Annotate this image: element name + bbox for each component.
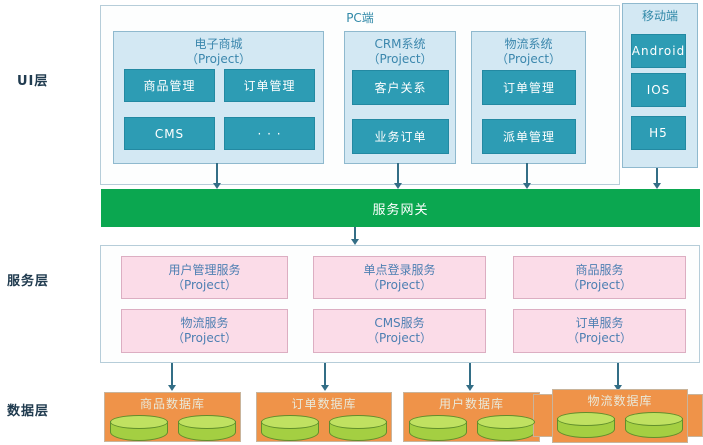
service-gateway-bar: 服务网关 <box>101 189 700 227</box>
database-cylinder-icon <box>177 415 236 441</box>
database-order-cylinders <box>261 415 387 441</box>
service-logistics: 物流服务 （Project） <box>121 309 288 353</box>
pc-panel: PC端 电子商城 （Project） 商品管理 订单管理 CMS · · · C… <box>100 5 620 185</box>
service-user-mgmt-title: 用户管理服务 <box>168 262 241 277</box>
group-crm-name: CRM系统 <box>374 37 426 51</box>
module-cms: CMS <box>124 117 215 150</box>
pc-panel-title: PC端 <box>346 11 374 25</box>
service-cms: CMS服务 （Project） <box>313 309 486 353</box>
mobile-panel-title: 移动端 <box>641 9 678 23</box>
module-dispatch-mgmt: 派单管理 <box>482 119 576 154</box>
database-cylinder-icon <box>408 415 467 441</box>
service-logistics-subtitle: （Project） <box>171 331 238 345</box>
service-sso: 单点登录服务 （Project） <box>313 256 486 299</box>
database-product-cylinders <box>109 415 236 441</box>
group-crm-subtitle: （Project） <box>367 52 433 66</box>
group-emall-title: 电子商城 （Project） <box>114 32 323 67</box>
service-order: 订单服务 （Project） <box>513 309 686 353</box>
service-product-subtitle: （Project） <box>566 277 633 292</box>
layer-label-ui: UI层 <box>17 74 49 89</box>
database-user-title: 用户数据库 <box>438 397 504 411</box>
database-cylinder-icon <box>557 412 615 438</box>
group-emall: 电子商城 （Project） 商品管理 订单管理 CMS · · · <box>113 31 324 164</box>
module-android: Android <box>631 34 686 68</box>
database-order-title: 订单数据库 <box>291 397 357 411</box>
database-product-title: 商品数据库 <box>139 397 205 411</box>
module-ellipsis: · · · <box>224 117 315 150</box>
layer-label-data: 数据层 <box>7 404 50 419</box>
database-logistics-title: 物流数据库 <box>587 394 653 408</box>
service-product-title: 商品服务 <box>575 262 624 277</box>
module-order-mgmt-logistics: 订单管理 <box>482 70 576 105</box>
service-order-subtitle: （Project） <box>566 331 633 345</box>
module-customer-relation: 客户关系 <box>352 70 449 105</box>
service-user-mgmt-subtitle: （Project） <box>171 277 238 292</box>
service-user-mgmt: 用户管理服务 （Project） <box>121 256 288 299</box>
database-logistics: 物流数据库 <box>552 389 688 443</box>
group-emall-subtitle: （Project） <box>185 52 252 66</box>
mobile-panel: 移动端 Android IOS H5 <box>622 3 698 168</box>
group-logistics-name: 物流系统 <box>504 37 553 51</box>
group-crm-title: CRM系统 （Project） <box>345 32 455 67</box>
module-product-mgmt: 商品管理 <box>124 69 215 102</box>
group-logistics: 物流系统 （Project） 订单管理 派单管理 <box>471 31 586 164</box>
database-cylinder-icon <box>261 415 319 441</box>
database-order: 订单数据库 <box>256 392 392 442</box>
module-h5: H5 <box>631 116 686 150</box>
database-cylinder-icon <box>476 415 535 441</box>
service-cms-title: CMS服务 <box>374 316 425 330</box>
group-crm: CRM系统 （Project） 客户关系 业务订单 <box>344 31 456 164</box>
module-ios: IOS <box>631 73 686 107</box>
database-cylinder-icon <box>329 415 387 441</box>
service-layer-panel: 用户管理服务 （Project） 单点登录服务 （Project） 商品服务 （… <box>100 245 700 363</box>
group-logistics-subtitle: （Project） <box>495 52 562 66</box>
database-cylinder-icon <box>109 415 168 441</box>
database-cylinder-icon <box>625 412 683 438</box>
service-sso-subtitle: （Project） <box>366 277 433 292</box>
database-user: 用户数据库 <box>403 392 540 442</box>
service-logistics-title: 物流服务 <box>180 316 229 330</box>
service-sso-title: 单点登录服务 <box>363 262 436 277</box>
module-business-order: 业务订单 <box>352 119 449 154</box>
service-cms-subtitle: （Project） <box>366 331 433 345</box>
group-emall-name: 电子商城 <box>194 37 243 51</box>
group-logistics-title: 物流系统 （Project） <box>472 32 585 67</box>
layer-label-service: 服务层 <box>7 274 50 289</box>
service-order-title: 订单服务 <box>575 316 624 330</box>
module-order-mgmt: 订单管理 <box>224 69 315 102</box>
database-logistics-cylinders <box>557 412 683 438</box>
database-product: 商品数据库 <box>104 392 241 442</box>
database-user-cylinders <box>408 415 535 441</box>
service-product: 商品服务 （Project） <box>513 256 686 299</box>
